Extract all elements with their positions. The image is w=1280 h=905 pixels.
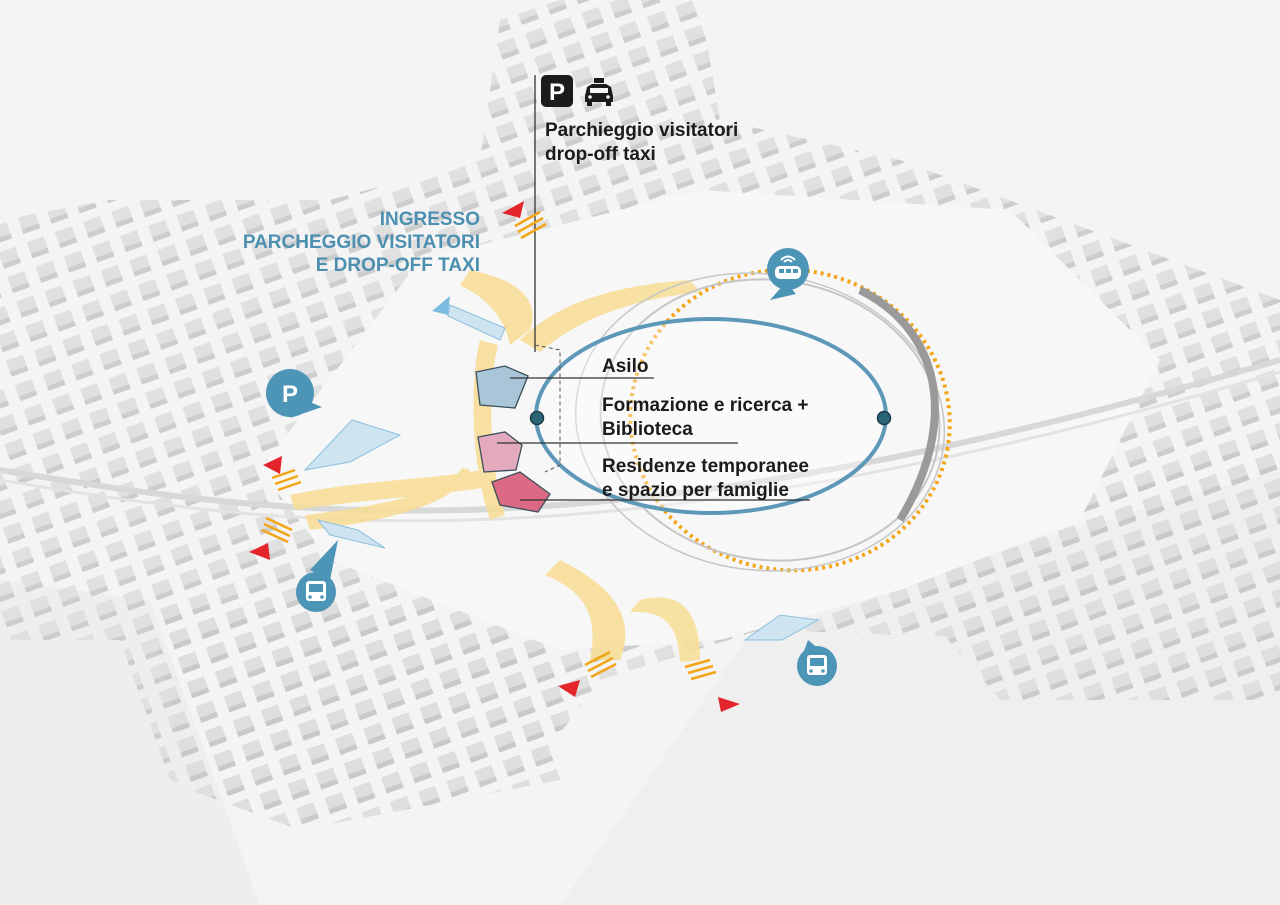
formazione-line2: Biblioteca [602,419,693,440]
tram-marker[interactable] [767,248,809,300]
bus-icon [807,655,827,675]
entrance-line2: PARCHEGGIO VISITATORI [242,232,480,253]
parking-area [303,419,402,471]
parking-strip-north [447,304,506,341]
parking-visitors-line2: drop-off taxi [545,144,656,165]
svg-text:P: P [549,79,565,106]
residenze-line2: e spazio per famiglie [602,480,789,501]
entrance-line1: INGRESSO [379,209,480,230]
asilo-text: Asilo [602,356,649,377]
arrow-icon [502,201,524,218]
entrance-line3: E DROP-OFF TAXI [315,255,480,276]
asilo-block [475,365,529,409]
arrow-icon [249,543,270,560]
formazione-label: Formazione e ricerca + Biblioteca [602,394,808,442]
entrance-label: INGRESSO PARCHEGGIO VISITATORI E DROP-OF… [200,208,480,277]
bus-icon [306,581,326,601]
taxi-icon [585,78,613,106]
arrow-icon [432,296,450,315]
crosswalks [261,210,717,681]
residenze-line1: Residenze temporanee [602,456,809,477]
formazione-block [477,431,523,473]
field-southwest [0,580,260,905]
buildings-east [880,440,1280,700]
arrow-icon [558,680,580,697]
residenze-block [491,471,551,513]
bus-stop-area-east [743,614,820,641]
outer-dotted-ring [628,267,952,573]
arrow-icon [718,697,740,712]
parking-marker[interactable]: P [266,369,322,418]
parking-visitors-label: Parchieggio visitatori drop-off taxi [545,119,738,167]
parking-icon: P [282,381,298,408]
ring-node-east [876,410,892,426]
parking-visitors-line1: Parchieggio visitatori [545,120,739,141]
ring-node-west [529,410,545,426]
tram-icon [775,255,801,279]
residenze-label: Residenze temporanee e spazio per famigl… [602,455,809,503]
bus-marker-east[interactable] [797,640,837,686]
buildings-south [150,600,560,830]
arrow-icon [263,456,282,474]
entry-arrows [249,201,740,712]
bus-marker-west[interactable] [296,540,338,612]
parking-icon: P [541,75,573,107]
bus-stop-area-west [316,519,386,549]
formazione-line1: Formazione e ricerca + [602,395,809,416]
central-plaza [260,190,1160,650]
asilo-label: Asilo [602,355,648,379]
